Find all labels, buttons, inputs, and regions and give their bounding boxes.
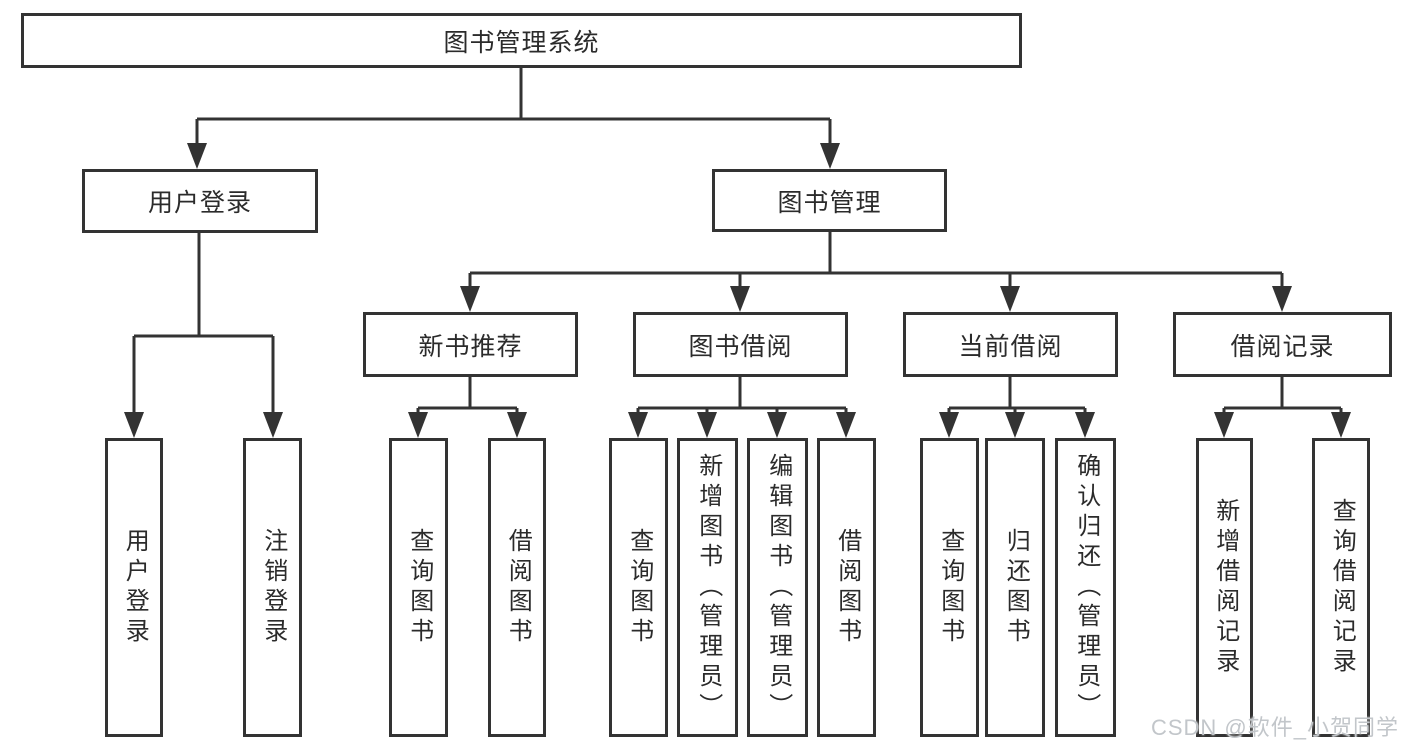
node-label: 编辑图书（管理员） bbox=[764, 452, 792, 723]
node-label: 新增图书（管理员） bbox=[694, 452, 722, 723]
leaf-logout: 注销登录 bbox=[243, 438, 302, 737]
node-label: 图书借阅 bbox=[688, 332, 793, 361]
node-new-book-recommendation: 新书推荐 bbox=[363, 312, 578, 377]
arrowheads-currentborrow-to-leaves bbox=[939, 412, 1095, 438]
node-label: 用户登录 bbox=[147, 189, 252, 217]
node-label: 查询图书 bbox=[936, 527, 964, 648]
arrowheads-newbook-to-leaves bbox=[408, 412, 527, 438]
node-label: 新增借阅记录 bbox=[1211, 497, 1239, 678]
csdn-watermark: CSDN @软件_小贺同学 bbox=[1150, 715, 1399, 740]
arrowheads-bookmgmt-to-level3 bbox=[460, 286, 1292, 312]
node-book-borrowing: 图书借阅 bbox=[633, 312, 848, 377]
node-label: 确认归还（管理员） bbox=[1072, 452, 1100, 723]
leaf-return-book: 归还图书 bbox=[985, 438, 1045, 737]
arrowheads-bookborrow-to-leaves bbox=[628, 412, 856, 438]
node-label: 当前借阅 bbox=[958, 332, 1063, 361]
node-label: 查询图书 bbox=[405, 527, 433, 648]
node-library-management-system: 图书管理系统 bbox=[21, 13, 1022, 68]
node-label: 借阅图书 bbox=[504, 527, 532, 648]
node-label: 借阅记录 bbox=[1230, 332, 1335, 361]
node-label: 用户登录 bbox=[121, 527, 149, 648]
arrowheads-root-to-level2 bbox=[187, 143, 840, 169]
leaf-confirm-return-admin: 确认归还（管理员） bbox=[1055, 438, 1116, 737]
node-label: 新书推荐 bbox=[418, 332, 523, 361]
leaf-borrow-book-borrowing: 借阅图书 bbox=[817, 438, 876, 737]
node-label: 归还图书 bbox=[1002, 527, 1030, 648]
connector-currentborrow-to-leaves bbox=[947, 377, 1087, 416]
node-current-borrowing: 当前借阅 bbox=[903, 312, 1118, 377]
leaf-edit-book-admin: 编辑图书（管理员） bbox=[747, 438, 808, 737]
connector-root-to-level2 bbox=[195, 68, 832, 147]
leaf-borrow-book-newbook: 借阅图书 bbox=[488, 438, 546, 737]
node-book-management: 图书管理 bbox=[712, 169, 947, 232]
leaf-user-login: 用户登录 bbox=[105, 438, 163, 737]
leaf-query-borrow-record: 查询借阅记录 bbox=[1312, 438, 1370, 737]
arrowheads-userlogin-to-leaves bbox=[124, 412, 283, 438]
leaf-add-borrow-record: 新增借阅记录 bbox=[1196, 438, 1253, 737]
node-label: 查询借阅记录 bbox=[1328, 497, 1356, 678]
connector-bookmgmt-to-level3 bbox=[468, 232, 1284, 290]
node-user-login: 用户登录 bbox=[82, 169, 318, 233]
connector-bookborrow-to-leaves bbox=[636, 377, 848, 416]
connector-newbook-to-leaves bbox=[416, 377, 519, 416]
arrowheads-borrowrecord-to-leaves bbox=[1214, 412, 1351, 438]
connector-userlogin-to-leaves bbox=[132, 233, 275, 416]
leaf-query-book-newbook: 查询图书 bbox=[389, 438, 448, 737]
node-label: 图书管理 bbox=[777, 188, 882, 217]
node-label: 图书管理系统 bbox=[443, 28, 600, 57]
node-label: 借阅图书 bbox=[833, 527, 861, 648]
node-label: 查询图书 bbox=[625, 527, 653, 648]
leaf-query-book-current: 查询图书 bbox=[920, 438, 979, 737]
node-label: 注销登录 bbox=[259, 527, 287, 648]
leaf-add-book-admin: 新增图书（管理员） bbox=[677, 438, 738, 737]
connector-borrowrecord-to-leaves bbox=[1222, 377, 1343, 416]
node-borrowing-records: 借阅记录 bbox=[1173, 312, 1392, 377]
leaf-query-book-borrowing: 查询图书 bbox=[609, 438, 668, 737]
